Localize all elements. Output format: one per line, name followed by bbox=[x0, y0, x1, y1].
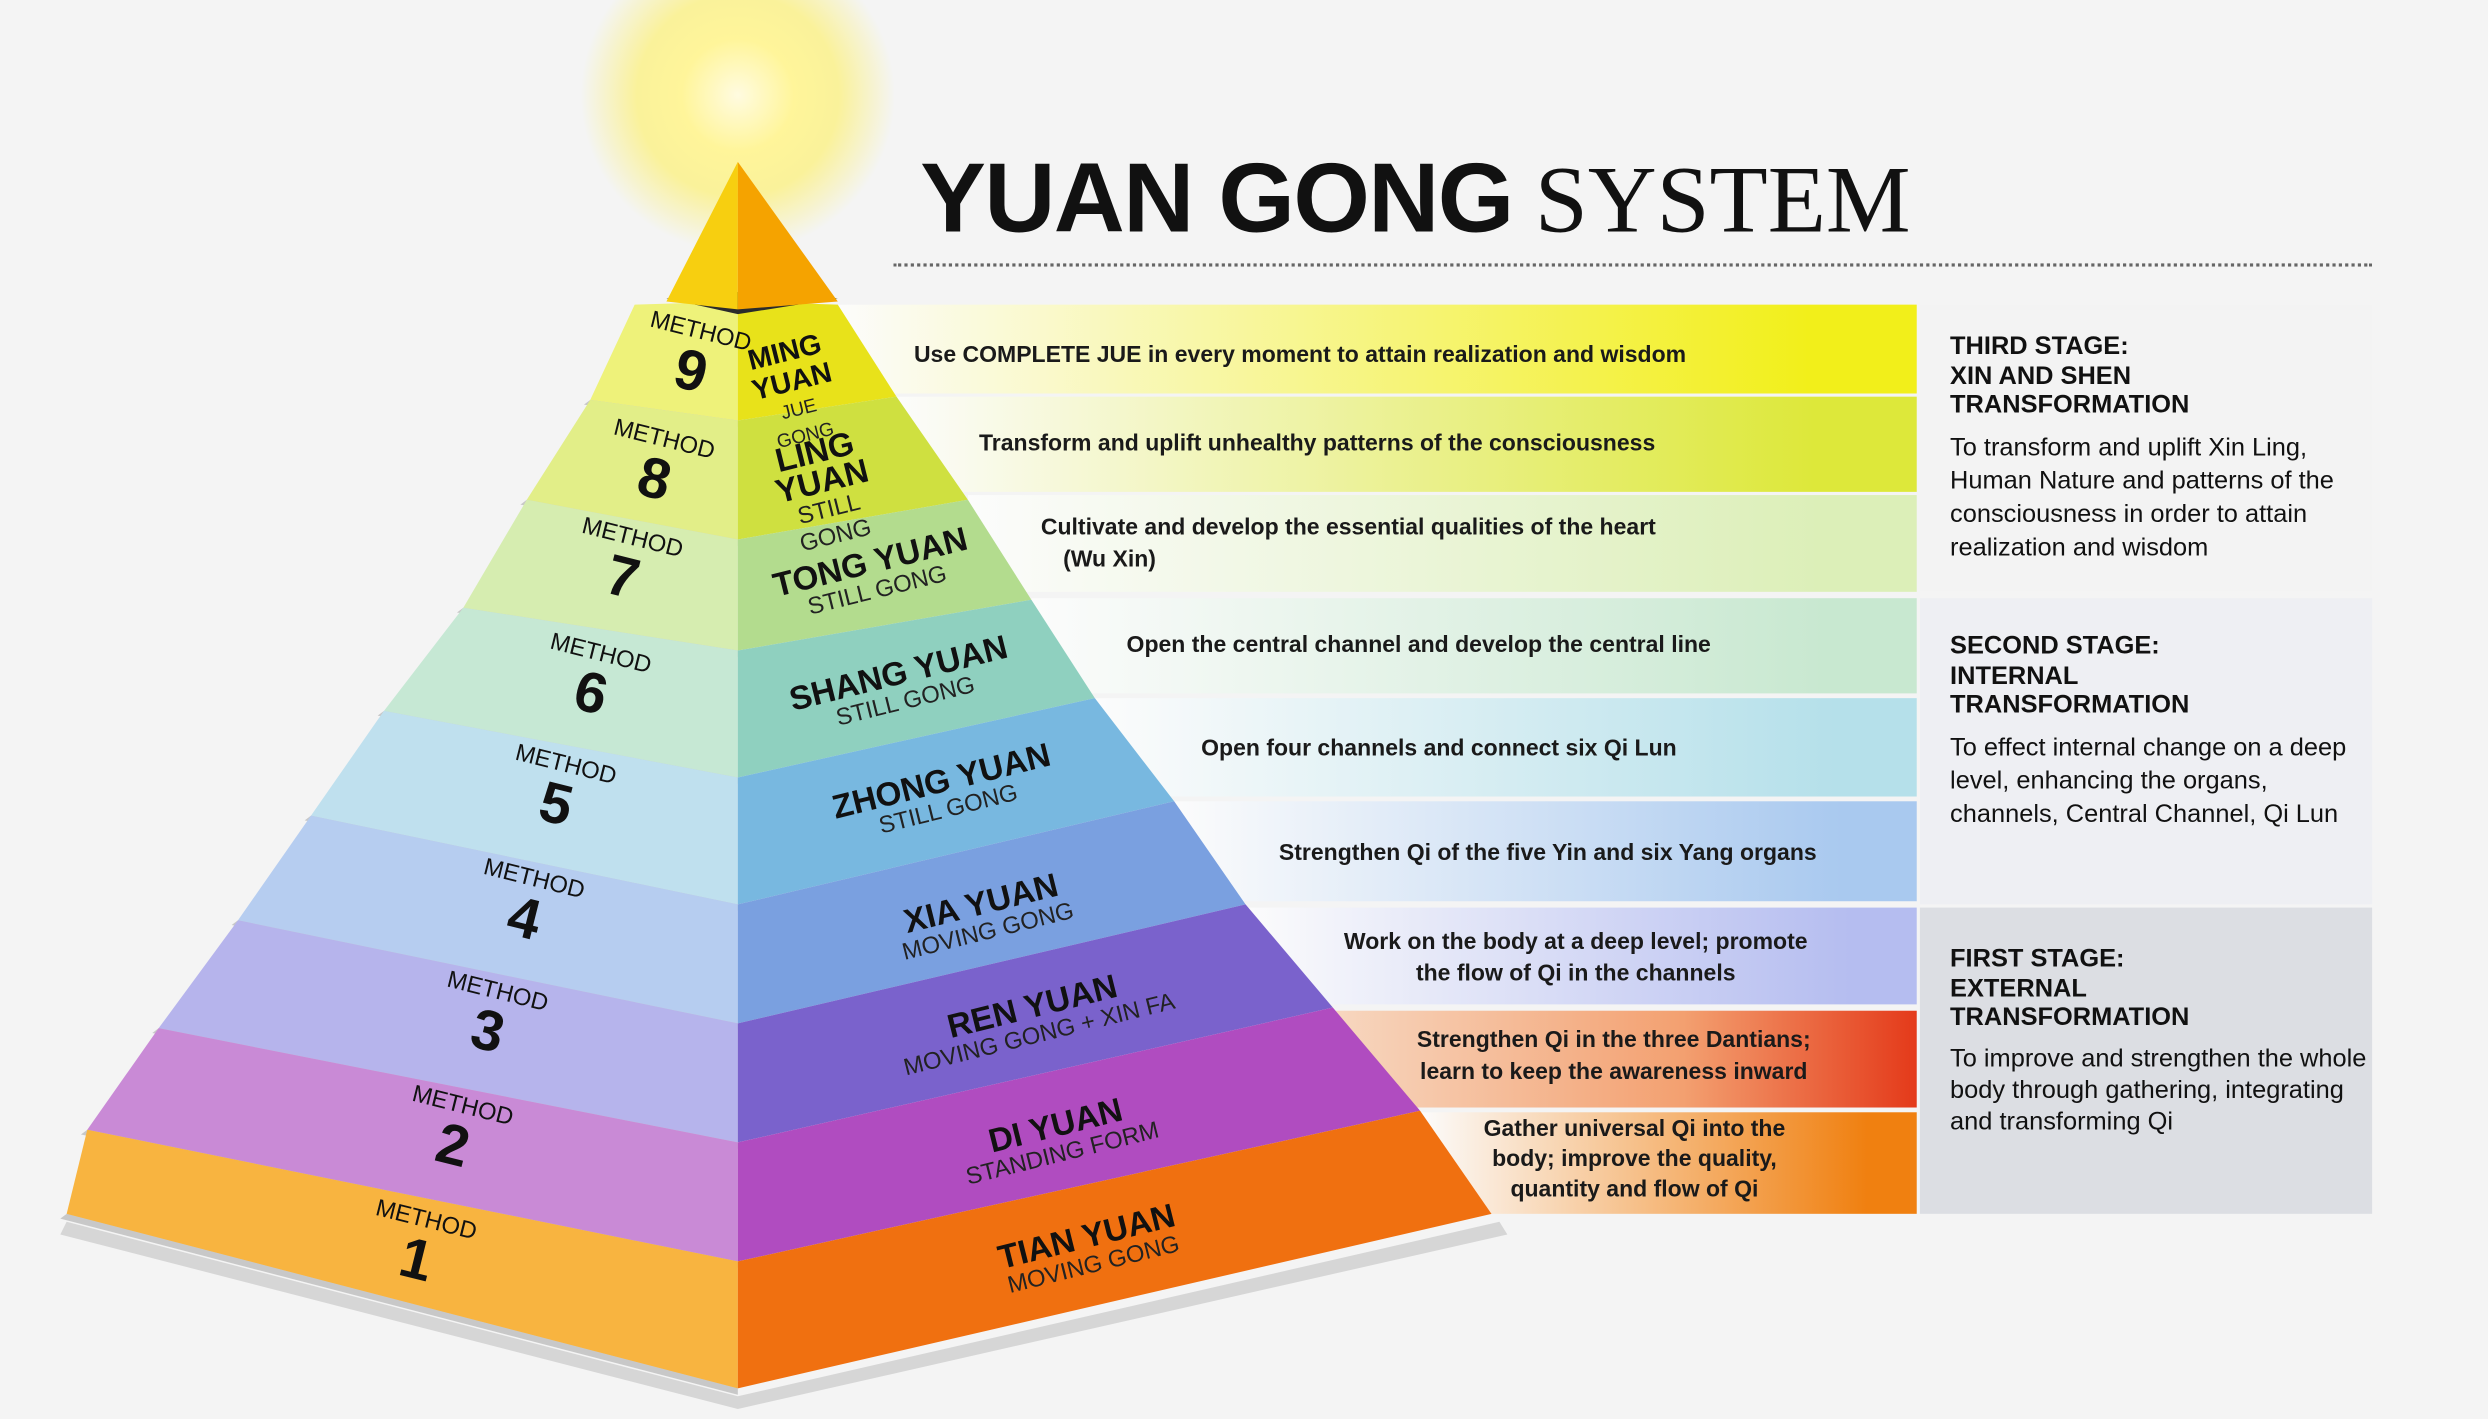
tier-left-face-7 bbox=[463, 499, 738, 651]
description-line: Use COMPLETE JUE in every moment to atta… bbox=[913, 342, 1687, 369]
tier-description: Open four channels and connect six Qi Lu… bbox=[1201, 733, 1677, 765]
description-line: quantity and flow of Qi bbox=[1510, 1177, 1759, 1203]
description-band-method-6 bbox=[1031, 598, 1917, 694]
description-line: the flow of Qi in the channels bbox=[1415, 961, 1736, 987]
description-band-method-3 bbox=[1245, 907, 1917, 1005]
description-line: Transform and uplift unhealthy patterns … bbox=[978, 431, 1656, 457]
title-light: SYSTEM bbox=[1534, 147, 1911, 253]
stage-body: To effect internal change on a deep leve… bbox=[1950, 734, 2347, 829]
tier-right-face-3 bbox=[737, 904, 1333, 1143]
tier-description: Strengthen Qi of the five Yin and six Ya… bbox=[1279, 838, 1817, 870]
stage-body: To transform and uplift Xin Ling, Human … bbox=[1950, 434, 2334, 562]
description-band-method-4 bbox=[1174, 801, 1917, 902]
description-line: body; improve the quality, bbox=[1492, 1147, 1777, 1173]
description-band-method-2 bbox=[1332, 1010, 1917, 1108]
apex-left-face bbox=[666, 161, 738, 310]
tier-right-face-9 bbox=[737, 301, 897, 421]
description-line: Open the central channel and develop the… bbox=[1126, 633, 1711, 659]
tier-left-face-9 bbox=[590, 301, 738, 421]
tier-right-face-2 bbox=[737, 1007, 1421, 1262]
tier-left-face-5 bbox=[310, 710, 738, 905]
tier-ledge bbox=[60, 1213, 738, 1395]
tier-left-face-8 bbox=[526, 399, 738, 540]
description-band-method-1 bbox=[1420, 1112, 1917, 1214]
tier-right-face-1 bbox=[737, 1110, 1492, 1389]
description-line: (Wu Xin) bbox=[1063, 547, 1156, 573]
tier-description: Gather universal Qi into the body; improv… bbox=[1484, 1115, 1786, 1205]
tier-left-face-6 bbox=[383, 607, 738, 778]
title-bold: YUAN GONG bbox=[920, 144, 1514, 254]
description-line: Open four channels and connect six Qi Lu… bbox=[1201, 736, 1677, 762]
description-line: Gather universal Qi into the bbox=[1483, 1117, 1786, 1143]
title-divider bbox=[893, 263, 2373, 267]
tier-right-face-6 bbox=[737, 599, 1095, 778]
stage-body: To improve and strengthen the whole body… bbox=[1950, 1045, 2367, 1137]
tier-right-face-5 bbox=[737, 698, 1175, 905]
description-line: learn to keep the awareness inward bbox=[1420, 1059, 1808, 1086]
description-line: Strengthen Qi in the three Dantians; bbox=[1416, 1028, 1811, 1054]
tier-description: Work on the body at a deep level; promot… bbox=[1344, 927, 1808, 990]
tier-description: Cultivate and develop the essential qual… bbox=[1041, 513, 1656, 576]
tier-right-face-7 bbox=[737, 499, 1032, 651]
tier-description: Open the central channel and develop the… bbox=[1127, 630, 1711, 662]
tier-right-face-4 bbox=[737, 801, 1246, 1024]
description-band-method-8 bbox=[896, 396, 1917, 492]
tier-left-face-2 bbox=[87, 1028, 738, 1262]
apex-right-face bbox=[737, 161, 838, 310]
tier-left-face-1 bbox=[66, 1129, 738, 1389]
description-line: Work on the body at a deep level; promot… bbox=[1343, 929, 1808, 956]
tier-description: Use COMPLETE JUE in every moment to atta… bbox=[914, 340, 1686, 372]
description-band-method-9 bbox=[837, 304, 1917, 394]
description-line: Cultivate and develop the essential qual… bbox=[1040, 515, 1656, 542]
description-band-method-7 bbox=[967, 495, 1917, 592]
tier-left-face-3 bbox=[158, 920, 738, 1143]
tier-description: Transform and uplift unhealthy patterns … bbox=[979, 428, 1655, 460]
description-line: Strengthen Qi of the five Yin and six Ya… bbox=[1278, 840, 1817, 867]
tier-right-face-8 bbox=[737, 396, 968, 540]
tier-description: Strengthen Qi in the three Dantians; lear… bbox=[1417, 1025, 1811, 1088]
description-band-method-5 bbox=[1094, 698, 1917, 797]
tier-left-face-4 bbox=[238, 815, 738, 1024]
